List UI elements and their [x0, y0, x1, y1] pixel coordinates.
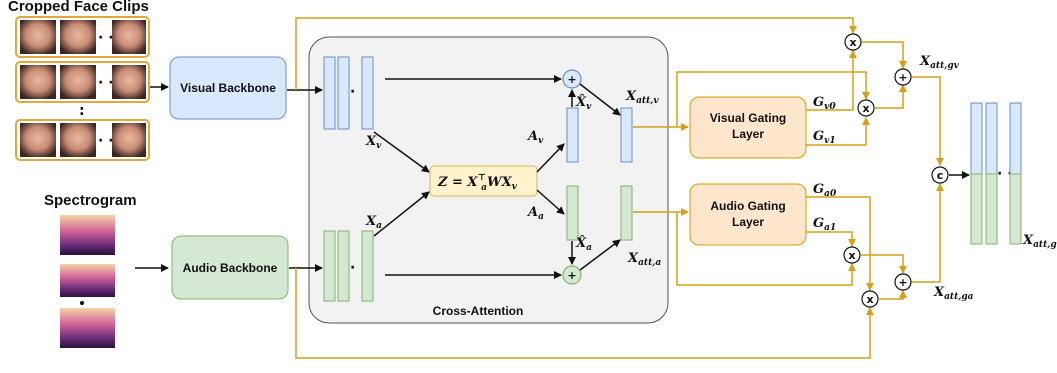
visual-backbone-block: Visual Backbone [169, 56, 287, 120]
visual-feature-stack: · · [323, 56, 374, 130]
vertical-ellipsis-dot [80, 301, 84, 305]
face-frame [20, 123, 56, 157]
visual-gating-label-line2: Layer [732, 127, 764, 141]
xatt-ga-label: Xatt,ga [933, 285, 974, 302]
plus-op-visual: + [562, 69, 582, 89]
svg-text:+: + [898, 71, 907, 84]
spectrogram-image [60, 264, 115, 297]
svg-text:+: + [567, 269, 576, 282]
svg-text:x: x [849, 36, 856, 49]
cross-attention-label: Cross-Attention [433, 304, 524, 318]
output-feature-stack: · · [970, 102, 1022, 245]
face-frame [60, 123, 96, 157]
face-frame [112, 123, 146, 157]
gv0-label: Gv0 [813, 95, 836, 112]
face-frame [20, 20, 56, 54]
rows-vertical-ellipsis: : [79, 103, 85, 119]
xa-label: Xa [365, 214, 382, 231]
audio-gating-layer: Audio Gating Layer [689, 183, 807, 246]
plus-op-gv: + [894, 68, 912, 86]
av-label: Av [526, 129, 544, 146]
ga0-label: Ga0 [813, 182, 837, 199]
xhat-a-label: X̂a [575, 235, 592, 253]
concat-op: c [931, 166, 949, 184]
gv1-label: Gv1 [813, 129, 836, 146]
xatt-g-label: Xatt,g [1022, 233, 1057, 250]
svg-text:+: + [567, 73, 576, 86]
face-frame [112, 20, 146, 54]
svg-text:x: x [866, 293, 873, 306]
mult-op-bottom: x [861, 290, 879, 308]
audio-feature-stack: · · [323, 230, 374, 302]
frame-ellipsis: · · [98, 30, 114, 46]
audio-backbone-label: Audio Backbone [183, 261, 278, 275]
spectrogram-title: Spectrogram [44, 192, 137, 209]
audio-gating-label-line1: Audio Gating [710, 199, 785, 213]
aa-label: Aa [526, 205, 544, 222]
svg-text:+: + [898, 276, 907, 289]
attended-feature-v [620, 107, 633, 163]
xv-label: Xv [365, 134, 382, 151]
visual-gating-layer: Visual Gating Layer [689, 96, 807, 159]
stack-ellipsis: · · [997, 166, 1013, 182]
face-frame [20, 65, 56, 99]
gold-wiring [295, 17, 944, 359]
frame-ellipsis: · · [98, 133, 114, 149]
attention-map-a [566, 185, 579, 241]
face-frame [112, 65, 146, 99]
plus-op-ga: + [894, 273, 912, 291]
mult-op-visual: x [857, 99, 875, 117]
spectrogram-image [60, 215, 115, 255]
mult-op-top: x [844, 33, 862, 51]
face-clip-row-1: · · [15, 16, 150, 58]
ga1-label: Ga1 [813, 216, 836, 233]
cropped-face-clips-title: Cropped Face Clips [8, 0, 149, 15]
attention-map-v [566, 107, 579, 163]
xhat-v-label: X̂v [575, 94, 592, 112]
xatt-a-label: Xatt,a [627, 251, 661, 268]
audio-gating-label-line2: Layer [732, 215, 764, 229]
visual-gating-label-line1: Visual Gating [710, 111, 786, 125]
face-clip-row-3: · · [15, 119, 150, 161]
face-clips-group: · · · · : · · [15, 16, 150, 161]
svg-text:x: x [848, 249, 855, 262]
audio-backbone-block: Audio Backbone [171, 235, 289, 300]
svg-text:c: c [937, 169, 944, 182]
frame-ellipsis: · · [98, 75, 114, 91]
plus-op-audio: + [562, 265, 582, 285]
affinity-formula: Z = X⊤aWXv [437, 173, 518, 193]
svg-text:x: x [862, 102, 869, 115]
face-frame [60, 20, 96, 54]
face-clip-row-2: · · [15, 61, 150, 103]
xatt-gv-label: Xatt,gv [919, 54, 960, 71]
spectrogram-image [60, 308, 115, 348]
visual-backbone-label: Visual Backbone [180, 81, 276, 95]
mult-op-audio: x [843, 246, 861, 264]
affinity-formula-box: Z = X⊤aWXv [429, 165, 538, 197]
face-frame [60, 65, 96, 99]
spectrograms-group [60, 215, 115, 348]
xatt-v-label: Xatt,v [625, 89, 659, 106]
attended-feature-a [620, 185, 633, 241]
